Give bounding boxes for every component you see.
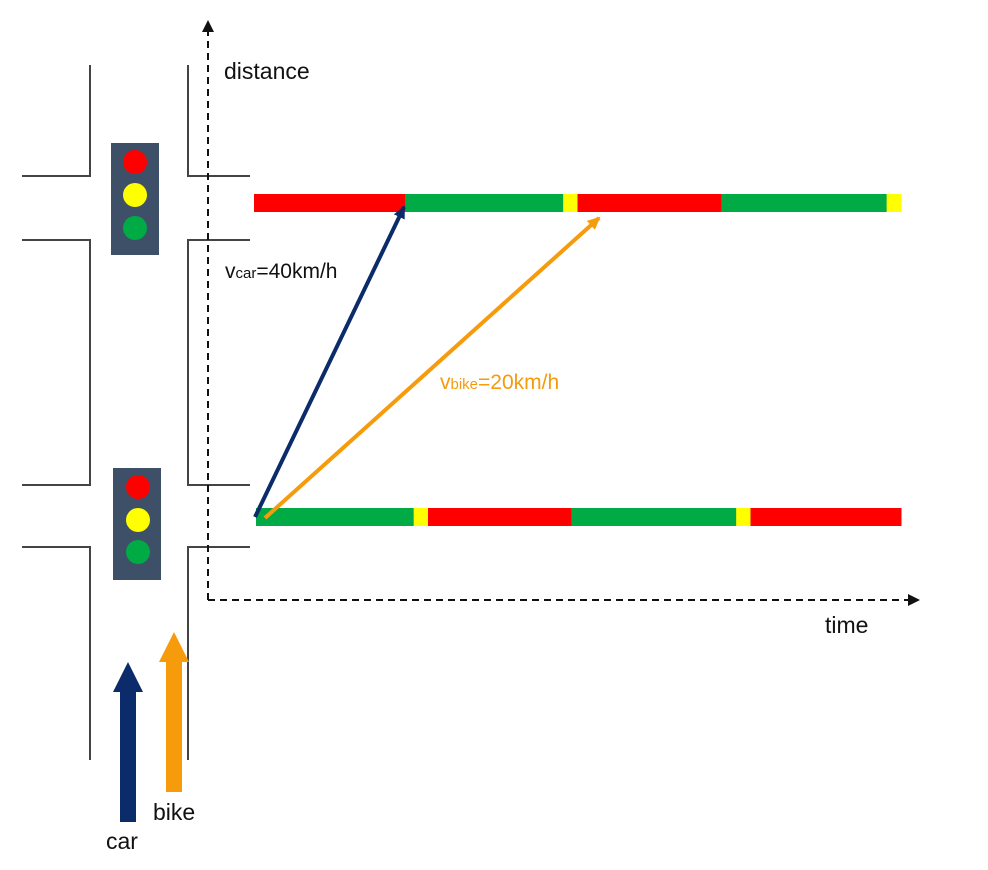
road-right-edge-middle: [187, 239, 250, 486]
time-axis-label: time: [825, 612, 868, 638]
signal-phase-red: [577, 194, 722, 212]
traffic-light-lower: [113, 468, 161, 580]
green-lamp-icon: [126, 540, 150, 564]
red-lamp-icon: [123, 150, 147, 174]
traffic-light-upper: [111, 143, 159, 255]
signal-timeline-upper: [254, 194, 902, 212]
bike-speed-label: vbike=20km/h: [440, 371, 559, 394]
signal-phase-green: [571, 508, 737, 526]
car-speed-label: vcar=40km/h: [225, 260, 337, 283]
signal-phase-green: [256, 508, 415, 526]
road-left-edge-middle: [22, 239, 91, 486]
distance-axis-label: distance: [224, 58, 310, 84]
signal-phase-yellow: [736, 508, 751, 526]
bike-arrow-icon: [159, 632, 189, 792]
road-right-edge-top: [187, 65, 250, 177]
signal-phase-yellow: [413, 508, 429, 526]
road-right-edge-bottom: [187, 546, 250, 760]
car-label: car: [106, 828, 138, 854]
green-lamp-icon: [123, 216, 147, 240]
bike-trajectory-arrow: [263, 216, 601, 520]
road: [22, 65, 250, 760]
signal-phase-green: [404, 194, 564, 212]
signal-phase-red: [254, 194, 406, 212]
red-lamp-icon: [126, 475, 150, 499]
signal-phase-red: [750, 508, 902, 526]
road-left-edge-bottom: [22, 546, 91, 760]
car-arrow-icon: [113, 662, 143, 822]
signal-timeline-lower: [256, 508, 902, 526]
bike-label: bike: [153, 799, 195, 825]
signal-phase-yellow: [886, 194, 902, 212]
yellow-lamp-icon: [123, 183, 147, 207]
signal-phase-yellow: [563, 194, 578, 212]
road-left-edge-top: [22, 65, 91, 177]
yellow-lamp-icon: [126, 508, 150, 532]
car-trajectory-arrow: [253, 205, 406, 518]
signal-phase-red: [428, 508, 572, 526]
signal-phase-green: [721, 194, 888, 212]
